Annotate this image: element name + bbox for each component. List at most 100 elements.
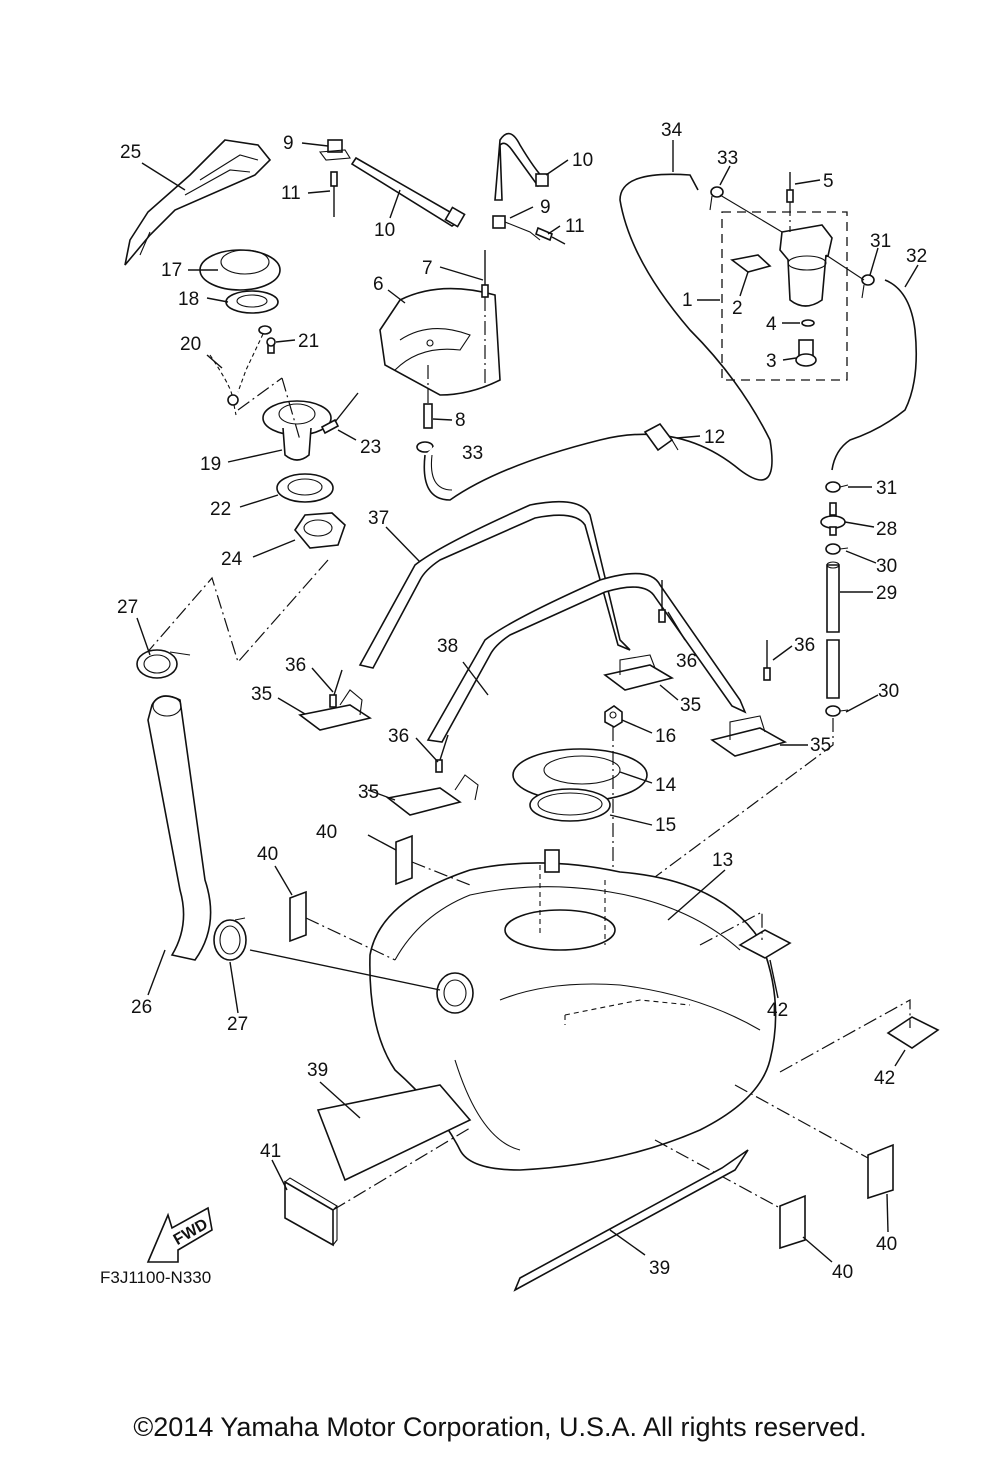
- callout-35d[interactable]: 35: [810, 735, 831, 756]
- part-13-fuel-tank[interactable]: [369, 849, 777, 1171]
- callout-33a[interactable]: 33: [717, 148, 738, 169]
- part-40-pad-a[interactable]: [395, 834, 413, 886]
- part-39-pad-right[interactable]: [513, 1149, 749, 1292]
- part-31-clamp-upper[interactable]: [861, 274, 875, 299]
- part-10-cable-tie-loop[interactable]: [494, 132, 549, 201]
- part-11-rivet-upper[interactable]: [330, 171, 338, 217]
- callout-36d[interactable]: 36: [794, 635, 815, 656]
- callout-36c[interactable]: 36: [676, 651, 697, 672]
- callout-39b[interactable]: 39: [649, 1258, 670, 1279]
- callout-15[interactable]: 15: [655, 815, 676, 836]
- callout-35a[interactable]: 35: [251, 684, 272, 705]
- part-30-clamp-upper[interactable]: [825, 543, 849, 555]
- part-6-cover[interactable]: [379, 287, 501, 396]
- callout-6[interactable]: 6: [373, 274, 384, 295]
- callout-29[interactable]: 29: [876, 583, 897, 604]
- part-31-clamp-lower[interactable]: [825, 481, 849, 493]
- part-25-cover[interactable]: [124, 139, 272, 266]
- part-23-rivet[interactable]: [320, 392, 359, 435]
- part-40-pad-d[interactable]: [779, 1194, 806, 1250]
- callout-16[interactable]: 16: [655, 726, 676, 747]
- part-4-o-ring[interactable]: [801, 319, 815, 327]
- part-24-nut[interactable]: [294, 512, 346, 549]
- callout-31a[interactable]: 31: [870, 231, 891, 252]
- part-15-gasket[interactable]: [529, 788, 611, 822]
- part-21-screw[interactable]: [266, 337, 276, 354]
- part-3-drain-plug[interactable]: [795, 339, 817, 367]
- part-1-fuel-filter[interactable]: [779, 224, 833, 307]
- callout-9b[interactable]: 9: [540, 197, 551, 218]
- part-36-rivet-d[interactable]: [763, 640, 771, 681]
- callout-27a[interactable]: 27: [117, 597, 138, 618]
- callout-42a[interactable]: 42: [767, 1000, 788, 1021]
- callout-24[interactable]: 24: [221, 549, 243, 570]
- part-37-tank-strap[interactable]: [358, 500, 631, 669]
- part-40-pad-b[interactable]: [289, 890, 307, 943]
- part-26-filler-hose[interactable]: [147, 695, 212, 961]
- callout-20[interactable]: 20: [180, 334, 201, 355]
- callout-33b[interactable]: 33: [462, 443, 483, 464]
- callout-11b[interactable]: 11: [565, 216, 585, 237]
- callout-38[interactable]: 38: [437, 636, 458, 657]
- part-12-hose-clip[interactable]: [643, 422, 679, 452]
- callout-21[interactable]: 21: [298, 331, 319, 352]
- callout-32[interactable]: 32: [906, 246, 927, 267]
- part-27-hose-clamp-lower[interactable]: [213, 917, 247, 961]
- callout-9a[interactable]: 9: [283, 133, 294, 154]
- callout-23[interactable]: 23: [360, 437, 381, 458]
- callout-22[interactable]: 22: [210, 499, 231, 520]
- part-34-fuel-hose[interactable]: [423, 173, 773, 501]
- callout-3[interactable]: 3: [766, 351, 777, 372]
- callout-10a[interactable]: 10: [374, 220, 395, 241]
- part-36-rivet-c[interactable]: [658, 580, 666, 623]
- callout-34[interactable]: 34: [661, 120, 683, 141]
- callout-35c[interactable]: 35: [680, 695, 701, 716]
- part-9-clip-upper[interactable]: [318, 139, 351, 161]
- part-35-bracket-d[interactable]: [710, 715, 788, 757]
- callout-40b[interactable]: 40: [257, 844, 278, 865]
- part-7-rivet[interactable]: [481, 250, 489, 298]
- callout-28[interactable]: 28: [876, 519, 897, 540]
- callout-12[interactable]: 12: [704, 427, 725, 448]
- callout-2[interactable]: 2: [732, 298, 743, 319]
- part-9-clip-middle[interactable]: [492, 215, 541, 241]
- callout-5[interactable]: 5: [823, 171, 834, 192]
- callout-18[interactable]: 18: [178, 289, 199, 310]
- part-39-pad-left[interactable]: [316, 1084, 472, 1182]
- part-16-nut[interactable]: [604, 705, 623, 728]
- part-38-tank-strap[interactable]: [426, 572, 747, 743]
- part-35-bracket-b[interactable]: [386, 774, 479, 816]
- callout-17[interactable]: 17: [161, 260, 182, 281]
- part-19-filler-neck[interactable]: [262, 400, 332, 461]
- callout-13[interactable]: 13: [712, 850, 733, 871]
- callout-31b[interactable]: 31: [876, 478, 897, 499]
- callout-39a[interactable]: 39: [307, 1060, 328, 1081]
- callout-25[interactable]: 25: [120, 142, 141, 163]
- callout-30a[interactable]: 30: [876, 556, 897, 577]
- callout-27b[interactable]: 27: [227, 1014, 248, 1035]
- part-11-rivet-middle[interactable]: [535, 226, 566, 245]
- callout-40c[interactable]: 40: [876, 1234, 897, 1255]
- part-35-bracket-a[interactable]: [298, 689, 372, 731]
- part-22-gasket[interactable]: [276, 473, 334, 503]
- part-36-rivet-b[interactable]: [435, 734, 449, 773]
- part-2-bracket[interactable]: [730, 254, 772, 273]
- callout-8[interactable]: 8: [455, 410, 466, 431]
- callout-37[interactable]: 37: [368, 508, 389, 529]
- part-20-chain[interactable]: [209, 325, 272, 416]
- part-36-rivet-a[interactable]: [329, 669, 343, 708]
- callout-42b[interactable]: 42: [874, 1068, 895, 1089]
- part-40-pad-c[interactable]: [867, 1143, 894, 1200]
- part-18-seal[interactable]: [225, 290, 279, 314]
- callout-35b[interactable]: 35: [358, 782, 379, 803]
- part-29-fuel-pipe[interactable]: [826, 561, 840, 699]
- part-35-bracket-c[interactable]: [603, 654, 675, 691]
- part-28-fuel-filter-inline[interactable]: [820, 502, 846, 536]
- part-27-hose-clamp-upper[interactable]: [136, 649, 191, 679]
- callout-19[interactable]: 19: [200, 454, 221, 475]
- part-8-grommet[interactable]: [423, 403, 433, 429]
- part-42-pad-b[interactable]: [886, 1016, 940, 1049]
- callout-4[interactable]: 4: [766, 314, 777, 335]
- part-5-rivet[interactable]: [786, 172, 794, 203]
- callout-36a[interactable]: 36: [285, 655, 306, 676]
